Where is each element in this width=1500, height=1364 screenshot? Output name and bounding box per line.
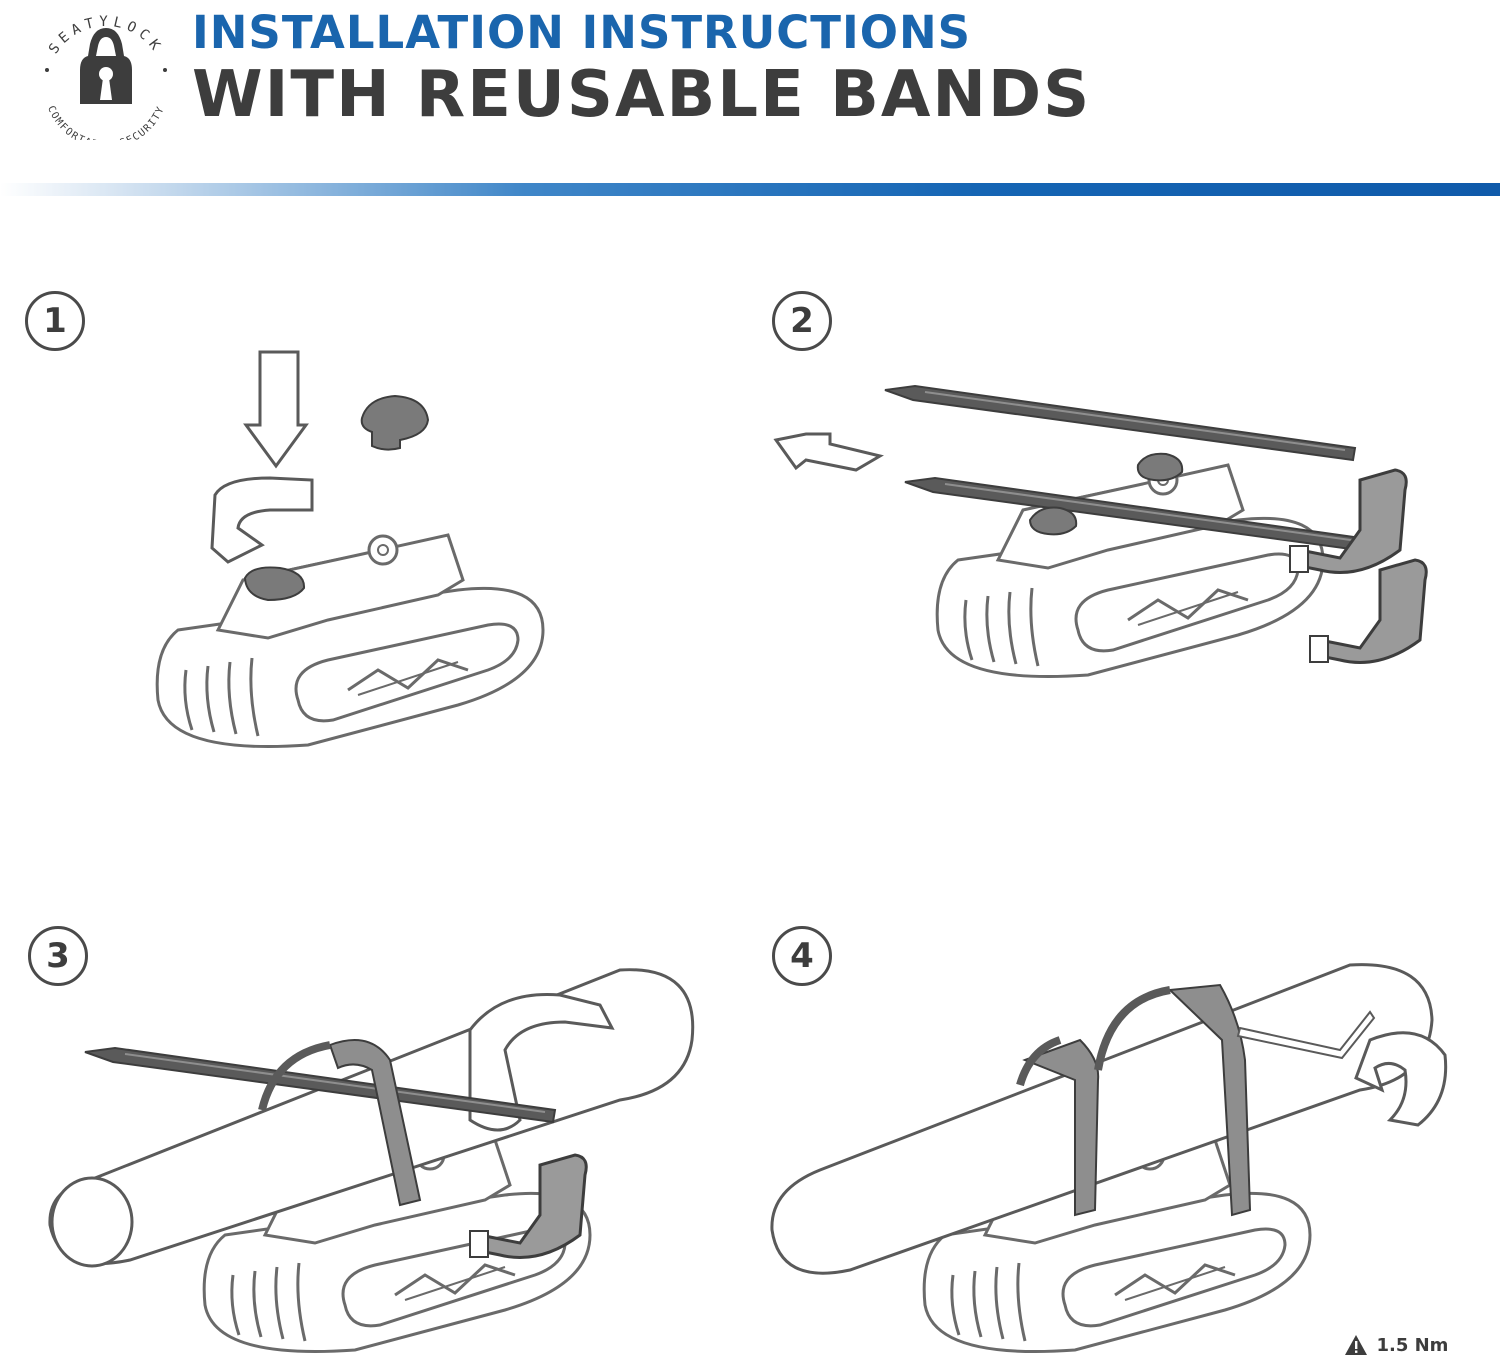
seatylock-logo: SEATYLOCK COMFORTABLE SECURITY xyxy=(45,14,167,140)
rotate-arrow-icon xyxy=(210,476,314,564)
step-2-illustration xyxy=(773,385,1428,679)
handlebar-tube xyxy=(48,968,695,1265)
torque-note: 1.5 Nm xyxy=(1344,1334,1448,1362)
step-3-badge: 3 xyxy=(28,926,88,986)
title-line-1: INSTALLATION INSTRUCTIONS xyxy=(192,6,972,59)
step-2-badge: 2 xyxy=(772,291,832,351)
title-line-2: WITH REUSABLE BANDS xyxy=(192,58,1092,132)
left-arrow-icon xyxy=(773,432,884,472)
header-gradient-rule xyxy=(0,183,1500,196)
step-4-badge: 4 xyxy=(772,926,832,986)
step-3-illustration xyxy=(48,968,695,1354)
step-1-illustration xyxy=(155,350,545,749)
step-4-illustration xyxy=(770,963,1448,1354)
end-arrow-icon xyxy=(1354,1031,1448,1127)
warning-triangle-icon xyxy=(1345,1335,1367,1355)
hex-key-icon xyxy=(1236,1010,1376,1060)
torque-value: 1.5 Nm xyxy=(1376,1334,1449,1356)
cap-insert xyxy=(360,394,430,451)
wrap-arrow-icon xyxy=(468,992,615,1132)
down-arrow-icon xyxy=(243,350,309,469)
step-1-badge: 1 xyxy=(25,291,85,351)
